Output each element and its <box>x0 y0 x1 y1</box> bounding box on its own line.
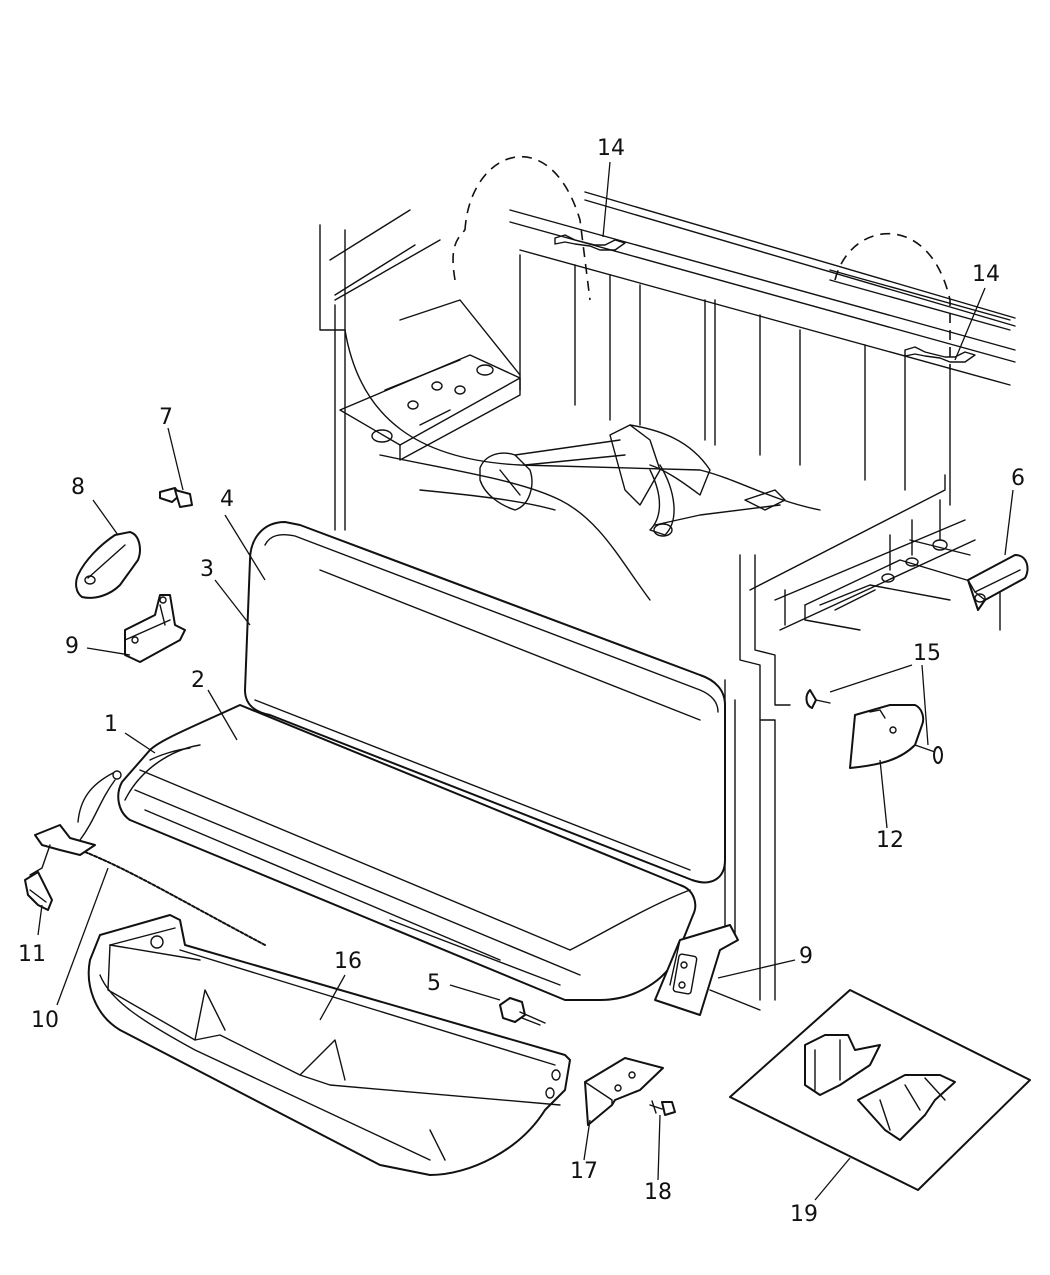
callout-9-lower: 9 <box>799 944 813 969</box>
part-7-push-pin <box>159 487 193 508</box>
callout-5: 5 <box>427 971 441 996</box>
callout-8: 8 <box>71 475 85 500</box>
part-14-hook-right <box>904 346 976 363</box>
callouts: 14 14 7 8 4 3 6 9 2 15 1 12 11 16 9 5 10… <box>18 136 1025 1227</box>
leader-lines <box>37 161 1014 1201</box>
part-15-screw-right <box>914 744 943 764</box>
callout-2: 2 <box>191 668 205 693</box>
callout-9-upper: 9 <box>65 634 79 659</box>
part-19-bracket-kit <box>729 989 1031 1191</box>
part-4-seat-back <box>244 521 726 884</box>
part-10-release-cable <box>29 770 266 946</box>
cab-interior <box>319 156 1016 1001</box>
part-14-hook-left <box>554 234 626 251</box>
part-12-striker-bracket <box>849 704 925 769</box>
part-11-handle <box>24 871 53 911</box>
callout-19: 19 <box>790 1202 818 1227</box>
callout-16: 16 <box>334 949 362 974</box>
callout-3: 3 <box>200 557 214 582</box>
callout-7: 7 <box>159 405 173 430</box>
part-9-bracket-lower <box>654 924 761 1016</box>
part-8-hinge-cover <box>75 531 141 599</box>
part-5-bolt <box>499 997 546 1026</box>
callout-12: 12 <box>876 828 904 853</box>
part-17-bracket <box>584 1057 664 1126</box>
callout-11: 11 <box>18 942 46 967</box>
part-6-striker <box>967 554 1029 611</box>
callout-6: 6 <box>1011 466 1025 491</box>
part-15-screw-left <box>805 689 831 709</box>
callout-14-left: 14 <box>597 136 625 161</box>
part-16-seat-tray <box>87 914 571 1176</box>
callout-4: 4 <box>220 487 234 512</box>
callout-17: 17 <box>570 1159 598 1184</box>
callout-10: 10 <box>31 1008 59 1033</box>
callout-18: 18 <box>644 1180 672 1205</box>
part-2-seat-cushion <box>117 704 697 1001</box>
callout-1: 1 <box>104 712 118 737</box>
part-18-screw <box>649 1100 676 1116</box>
callout-15: 15 <box>913 641 941 666</box>
part-9-bracket-upper <box>124 594 186 663</box>
callout-14-right: 14 <box>972 262 1000 287</box>
